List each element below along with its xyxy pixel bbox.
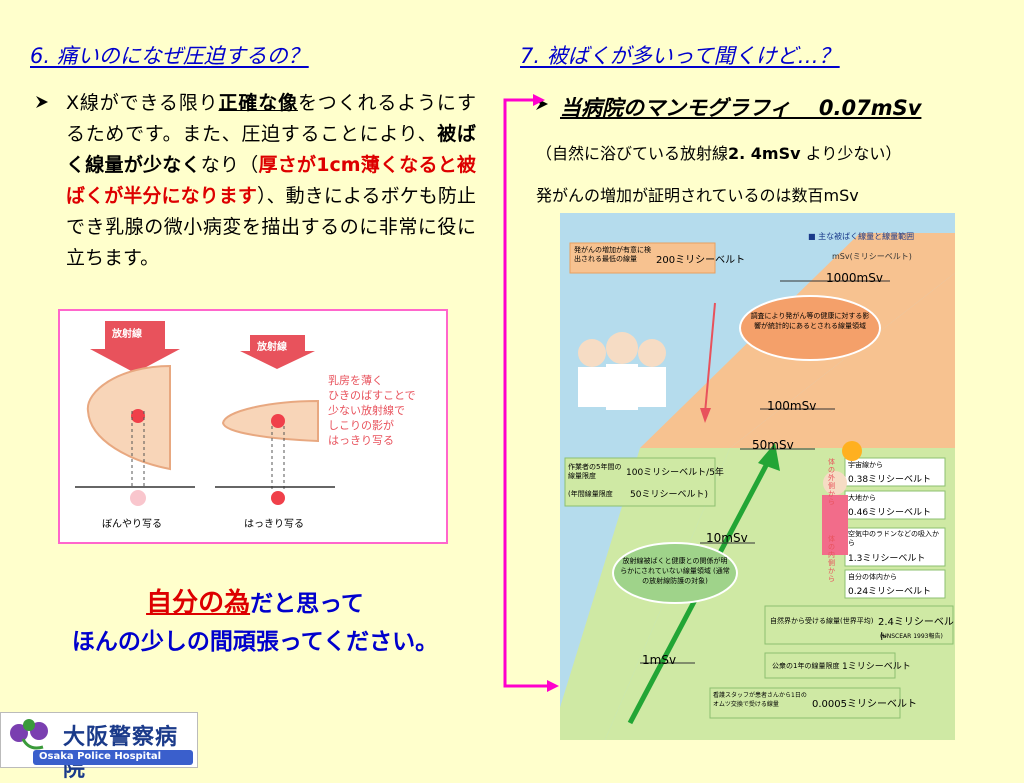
natural-item-label: 宇宙線から — [848, 461, 883, 469]
level-1000: 1000mSv — [826, 271, 883, 285]
natural-item-value: 0.24ミリシーベルト — [848, 587, 932, 597]
note-line: 少ない放射線で — [328, 404, 405, 417]
radiation-arrow-right — [240, 335, 315, 369]
pink-connector — [503, 94, 559, 692]
note-line: しこりの影が — [328, 419, 394, 432]
natural-side-bottom: 体の内側から — [828, 535, 835, 583]
public-limit-value: 1ミリシーベルト — [842, 662, 911, 672]
slogan-rest: だと思って — [250, 591, 364, 617]
bullet-text-5: なり（ — [200, 154, 259, 176]
natural-side-top: 体の外側から — [828, 458, 835, 506]
blurred-image-dot — [130, 490, 146, 506]
bullet-emphasis-accurate: 正確な像 — [218, 92, 298, 114]
world-dose-label: 自然界から受ける線量(世界平均) — [770, 617, 874, 625]
natural-line-c: より少ない） — [800, 144, 902, 163]
chart-unit: mSv(ミリシーベルト) — [832, 252, 912, 261]
natural-line-a: （自然に浴びている放射線 — [536, 144, 729, 163]
bottom-oval-text: 放射線被ばくと健康との関係が明らかにされていない線量領域 (通常の放射線防護の対… — [620, 557, 730, 585]
natural-item-value: 0.38ミリシーベルト — [848, 475, 932, 485]
hospital-dose-line: 当病院のマンモグラフィ 0.07mSv — [560, 96, 922, 120]
bullet-arrow-icon — [34, 94, 50, 114]
left-heading: 6. 痛いのになぜ圧迫するの？ — [30, 44, 309, 68]
level-10: 10mSv — [706, 531, 748, 545]
sharp-image-dot — [271, 491, 285, 505]
nurse-dose-label: 看護スタッフが患者さんから1日のオムツ交換で受ける線量 — [713, 692, 807, 708]
top-box-label: 発がんの増加が有意に検出される最低の線量 — [574, 246, 651, 263]
level-100: 100mSv — [767, 399, 817, 413]
radiation-dose-chart: ■ 主な被ばく線量と線量範囲 mSv(ミリシーベルト) 1000mSv 100m… — [560, 213, 955, 740]
worker-label-2: (年間線量限度 — [568, 490, 613, 498]
note-line: 乳房を薄く — [328, 374, 383, 387]
logo-flower-icon — [10, 719, 48, 750]
logo-english-bar — [33, 750, 193, 765]
note-line: はっきり写る — [328, 434, 394, 447]
bullet-emphasis-dose: 被ばく線量が少なく — [66, 123, 476, 176]
lesion-right — [271, 414, 285, 428]
caption-sharp: はっきり写る — [244, 519, 304, 530]
natural-item-label: 自分の体内から — [848, 573, 897, 581]
worker-label-1: 作業者の5年間の線量限度 — [568, 463, 622, 480]
logo-english: Osaka Police Hospital — [39, 751, 162, 762]
natural-line-value: 2. 4mSv — [728, 144, 801, 163]
compression-illustration — [75, 321, 335, 506]
chart-legend: ■ 主な被ばく線量と線量範囲 — [808, 232, 915, 241]
arrow-label-left: 放射線 — [112, 329, 142, 340]
bullet-text-1: X線ができる限り — [66, 92, 219, 114]
natural-item-label: 大地から — [848, 494, 876, 502]
bullet-text-7: ）、動きによるボケも防止でき乳腺の微小病変を描出するのに非常に役に立ちます。 — [66, 185, 476, 269]
slogan-red: 自分の為 — [146, 588, 251, 618]
caption-blurred: ぼんやり写る — [102, 519, 162, 530]
breast-compressed — [221, 399, 319, 443]
nurse-dose-value: 0.0005ミリシーベルト — [812, 699, 917, 710]
compression-diagram: 放射線 放射線 乳房を薄く ひきのばすことで 少ない放射線で しこりの影が はっ… — [58, 309, 448, 544]
diagram-note: 乳房を薄く ひきのばすことで 少ない放射線で しこりの影が はっきり写る — [328, 373, 416, 448]
world-dose-source: (UNSCEAR 1993報告) — [880, 633, 943, 640]
bullet-emphasis-half: 厚さが1cm薄くなると被ばくが半分になります — [66, 154, 476, 207]
lesion-left — [131, 409, 145, 423]
level-50: 50mSv — [752, 438, 794, 452]
public-limit-label: 公衆の1年の線量限度 — [772, 662, 840, 670]
natural-item-label: 空気中のラドンなどの吸入から — [848, 530, 939, 547]
slogan-line-1: 自分の為だと思って — [0, 582, 510, 619]
right-heading: 7. 被ばくが多いって聞くけど…？ — [520, 44, 840, 68]
worker-value-2: 50ミリシーベルト) — [630, 490, 708, 500]
cancer-threshold-line: 発がんの増加が証明されているのは数百mSv — [536, 186, 859, 205]
top-oval-text: 調査により発がん等の健康に対する影響が統計的にあるとされる線量領域 — [750, 312, 870, 330]
world-dose-value: 2.4ミリシーベルト — [878, 617, 954, 643]
worker-value-1: 100ミリシーベルト/5年 — [626, 468, 724, 478]
breast-uncompressed — [86, 364, 171, 471]
top-box-value: 200ミリシーベルト — [656, 255, 746, 266]
level-1: 1mSv — [642, 653, 677, 667]
dose-chart-graphic — [560, 213, 955, 740]
radiation-arrow-left — [90, 321, 180, 373]
left-bullet-paragraph: X線ができる限り正確な像をつくれるようにするためです。また、圧迫することにより、… — [66, 88, 476, 274]
note-line: ひきのばすことで — [328, 389, 416, 402]
arrow-label-right: 放射線 — [257, 342, 287, 353]
hospital-logo: 大阪警察病院 Osaka Police Hospital — [0, 712, 198, 782]
slogan-line-2: ほんの少しの間頑張ってください。 — [71, 629, 439, 655]
natural-item-value: 1.3ミリシーベルト — [848, 554, 926, 564]
bullet-text-3: をつくれるようにするためです。また、圧迫することにより、 — [66, 92, 476, 145]
natural-dose-line: （自然に浴びている放射線2. 4mSv より少ない） — [536, 140, 901, 164]
natural-item-value: 0.46ミリシーベルト — [848, 508, 932, 518]
